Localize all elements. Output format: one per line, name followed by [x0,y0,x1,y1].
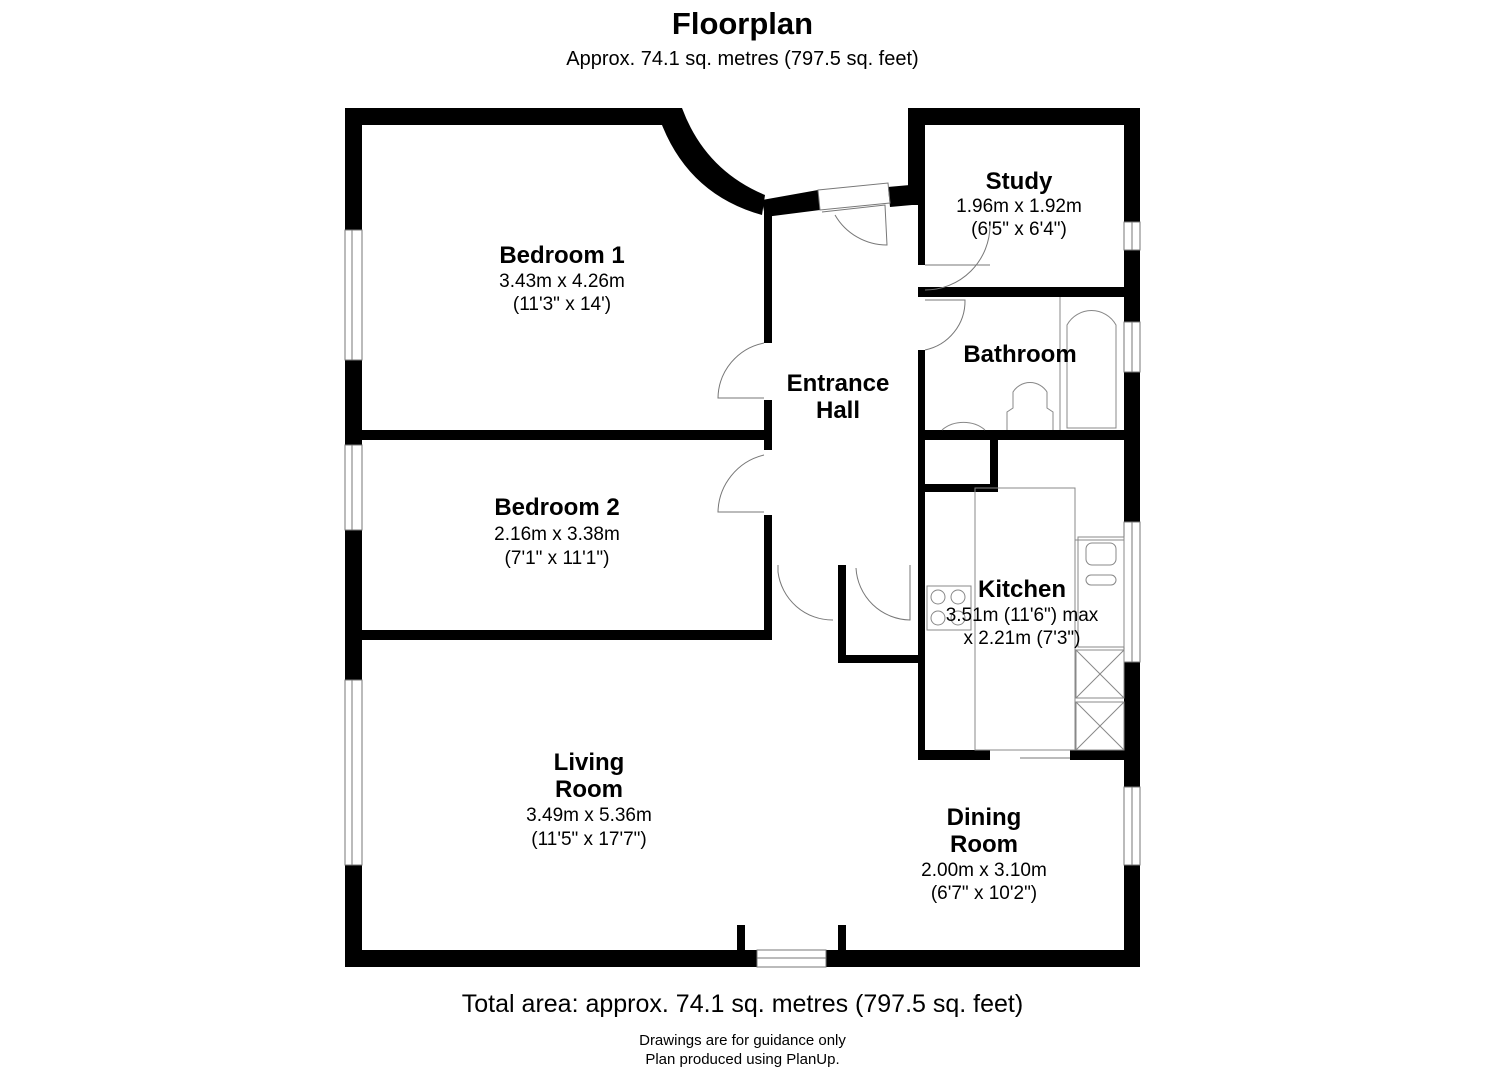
living-room-name-2: Room [555,776,623,803]
dining-room-name-2: Room [950,831,1018,858]
entrance-hall-name-1: Entrance [787,370,890,397]
kitchen-name: Kitchen [978,576,1066,603]
bedroom2-dim-m: 2.16m x 3.38m [494,524,620,545]
dining-room-name-1: Dining [947,804,1022,831]
walls [345,108,1140,967]
fixtures [926,297,1125,751]
bedroom2-dim-ft: (7'1" x 11'1") [505,548,610,569]
total-area: Total area: approx. 74.1 sq. metres (797… [461,990,1024,1018]
bedroom1-name: Bedroom 1 [499,242,624,269]
page-subtitle: Approx. 74.1 sq. metres (797.5 sq. feet) [566,48,919,70]
dining-room-dim-ft: (6'7" x 10'2") [931,883,1037,904]
living-room-name-1: Living [554,749,625,776]
bathroom-name: Bathroom [963,341,1076,368]
bedroom2-name: Bedroom 2 [494,494,619,521]
planup-note: Plan produced using PlanUp. [645,1051,840,1068]
doors [717,204,991,621]
kitchen-dim-2: x 2.21m (7'3") [963,628,1080,649]
kitchen-dim-1: 3.51m (11'6") max [946,605,1099,626]
study-dim-m: 1.96m x 1.92m [956,196,1082,217]
bedroom1-dim-m: 3.43m x 4.26m [499,271,625,292]
dining-room-dim-m: 2.00m x 3.10m [921,860,1047,881]
study-name: Study [986,168,1053,195]
guidance-note: Drawings are for guidance only [639,1032,846,1049]
living-room-dim-ft: (11'5" x 17'7") [531,829,646,850]
page-title: Floorplan [671,6,814,41]
study-dim-ft: (6'5" x 6'4") [971,219,1067,240]
room-labels: Bedroom 1 3.43m x 4.26m (11'3" x 14') Be… [494,168,1099,904]
bedroom1-dim-ft: (11'3" x 14') [513,294,611,315]
living-room-dim-m: 3.49m x 5.36m [526,805,652,826]
entrance-hall-name-2: Hall [816,397,860,424]
windows [344,182,1141,968]
